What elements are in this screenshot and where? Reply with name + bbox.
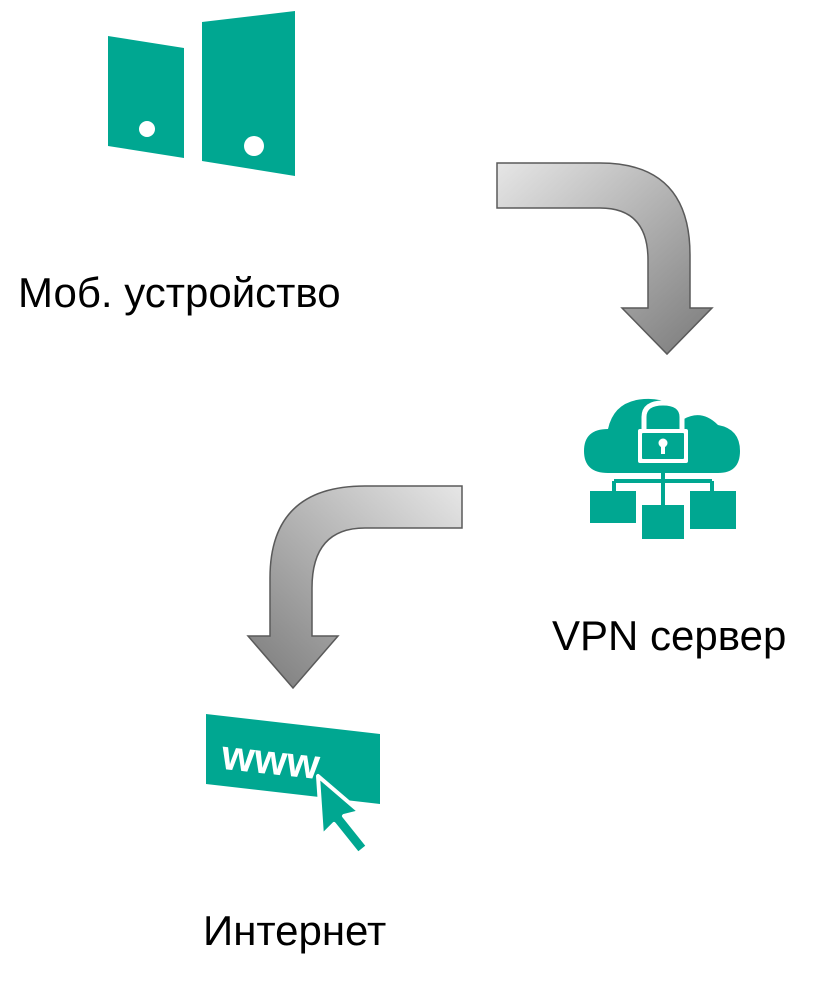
arrow-vpn-to-internet [246, 485, 463, 690]
arrow-mobile-to-vpn [496, 162, 714, 356]
mobile-devices-icon [108, 11, 295, 176]
internet-label: Интернет [203, 907, 387, 954]
www-text: www [219, 731, 323, 788]
mobile-device-label: Моб. устройство [18, 269, 341, 316]
cloud-lock-network-icon [584, 398, 740, 539]
www-cursor-icon: www [206, 714, 380, 856]
vpn-server-label: VPN сервер [552, 612, 787, 659]
